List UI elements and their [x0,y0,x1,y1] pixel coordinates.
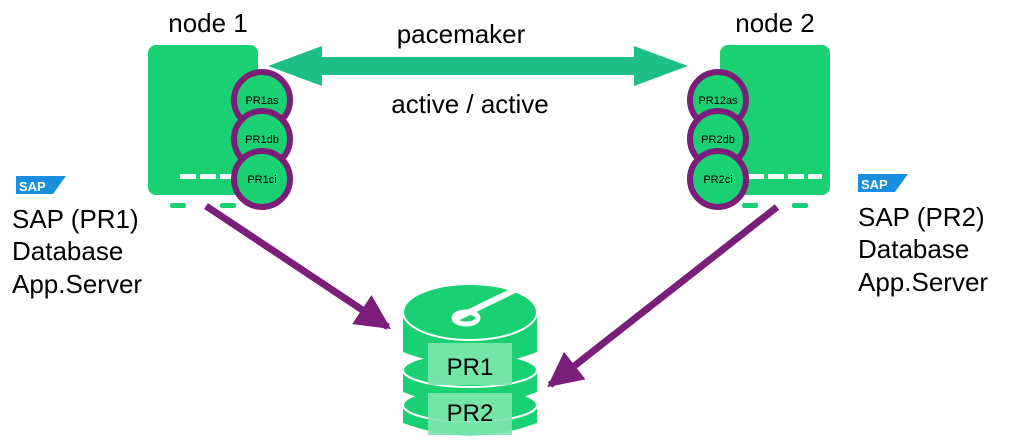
storage-disk-stack: PR1 PR2 [402,283,538,436]
pacemaker-double-arrow [268,46,688,86]
partition-pr2-box [428,393,512,435]
node1-desc-line: App.Server [12,269,142,299]
sap-logo-text: SAP [19,179,46,194]
node2-feet [742,203,808,208]
node1-server [148,45,258,195]
partition-label: PR2 [447,400,494,427]
node1-resource-label: PR1ci [247,174,276,186]
node2-resource: PR2ci [687,148,749,210]
node1-title: node 1 [168,8,248,38]
node2-desc-line: Database [858,234,969,264]
node2-desc-line: SAP (PR2) [858,202,985,232]
node1-resource-label: PR1db [245,134,279,146]
node2-resource-label: PR2db [701,134,735,146]
node1-feet [170,203,236,208]
sap-logo-text: SAP [861,177,888,192]
pacemaker-label: pacemaker [397,19,526,49]
node1-resource-label: PR1as [245,95,279,107]
partition-pr1-box [428,343,512,385]
node2-status-lines [748,174,822,179]
sap-logo-left: SAP [16,176,66,194]
node2-resource-label: PR12as [698,95,738,107]
node1-desc-line: SAP (PR1) [12,204,139,234]
active-active-label: active / active [391,89,549,119]
node1-desc-line: Database [12,236,123,266]
node2-storage-arrow [547,204,780,388]
node1-storage-arrow [204,203,391,330]
node2-title: node 2 [735,8,815,38]
node2-resource-label: PR2ci [703,174,732,186]
partition-label: PR1 [447,354,494,381]
node2-server [720,45,830,195]
node1-resource: PR1ci [231,148,293,210]
sap-logo-right: SAP [858,174,908,192]
node2-desc-line: App.Server [858,267,988,297]
